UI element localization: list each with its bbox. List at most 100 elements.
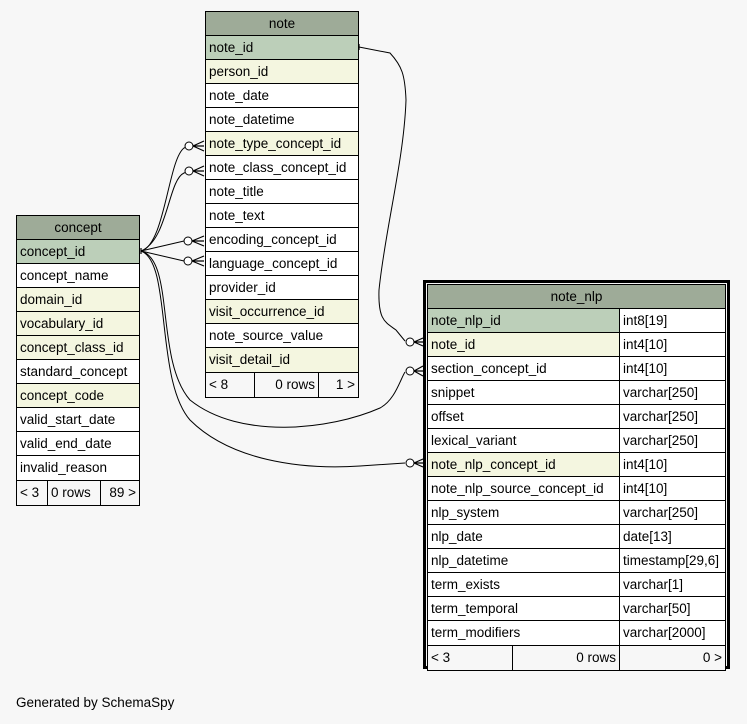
column-name: note_date — [209, 88, 270, 103]
column-row-provider-id[interactable]: provider_id — [206, 276, 358, 300]
column-row-valid-start-date[interactable]: valid_start_date — [17, 408, 139, 432]
children-count[interactable]: 1 > — [335, 377, 355, 392]
column-row-vocabulary-id[interactable]: vocabulary_id — [17, 312, 139, 336]
optional-circle-icon — [405, 366, 415, 376]
column-row-note-class-concept-id[interactable]: note_class_concept_id — [206, 156, 358, 180]
column-row-person-id[interactable]: person_id — [206, 60, 358, 84]
column-name: vocabulary_id — [20, 316, 104, 331]
column-row-invalid-reason[interactable]: invalid_reason — [17, 456, 139, 480]
generated-by-label: Generated by SchemaSpy — [16, 695, 175, 710]
crow-foot-icon — [192, 165, 205, 177]
column-row-domain-id[interactable]: domain_id — [17, 288, 139, 312]
column-name: language_concept_id — [209, 256, 338, 271]
children-count[interactable]: 0 > — [702, 650, 722, 665]
column-name: lexical_variant — [428, 429, 620, 452]
edge-note-note-nlp — [358, 46, 407, 342]
column-row-concept-name[interactable]: concept_name — [17, 264, 139, 288]
column-name: term_exists — [428, 573, 620, 596]
crow-foot-icon — [191, 235, 205, 247]
column-row-standard-concept[interactable]: standard_concept — [17, 360, 139, 384]
column-row-note-title[interactable]: note_title — [206, 180, 358, 204]
optional-circle-icon — [184, 166, 194, 176]
column-name: concept_name — [20, 268, 109, 283]
column-name: invalid_reason — [20, 460, 108, 475]
column-type: varchar[250] — [620, 381, 725, 404]
column-type: int8[19] — [620, 309, 725, 332]
column-row-concept-id[interactable]: concept_id — [17, 240, 139, 264]
column-name: nlp_datetime — [428, 549, 620, 572]
column-name: note_source_value — [209, 328, 324, 343]
column-row-note-source-value[interactable]: note_source_value — [206, 324, 358, 348]
column-row-concept-class-id[interactable]: concept_class_id — [17, 336, 139, 360]
column-name: note_nlp_concept_id — [428, 453, 620, 476]
column-name: note_type_concept_id — [209, 136, 342, 151]
parents-count[interactable]: < 8 — [206, 373, 255, 397]
table-note[interactable]: note note_id person_id note_date note_datet… — [205, 11, 359, 398]
column-row-note-id[interactable]: note_id — [206, 36, 358, 60]
column-name: snippet — [428, 381, 620, 404]
edge-concept-encoding — [140, 240, 185, 252]
column-type: int4[10] — [620, 357, 725, 380]
column-name: visit_occurrence_id — [209, 304, 325, 319]
column-name: note_id — [209, 40, 254, 55]
column-row-language-concept-id[interactable]: language_concept_id — [206, 252, 358, 276]
parents-count[interactable]: < 3 — [17, 481, 48, 505]
edge-concept-note-class — [140, 170, 191, 252]
children-count[interactable]: 89 > — [109, 485, 136, 500]
column-row-visit-occurrence-id[interactable]: visit_occurrence_id — [206, 300, 358, 324]
column-name: concept_code — [20, 388, 105, 403]
column-name: offset — [428, 405, 620, 428]
crow-foot-icon — [191, 255, 205, 267]
table-header[interactable]: note_nlp — [428, 285, 725, 309]
table-footer: < 3 0 rows 89 > — [17, 481, 139, 505]
column-type: varchar[250] — [620, 429, 725, 452]
table-header[interactable]: note — [206, 12, 358, 36]
edge-concept-nlp-concept — [140, 250, 406, 468]
table-footer: < 3 0 rows 0 > — [428, 646, 725, 670]
column-row-note-text[interactable]: note_text — [206, 204, 358, 228]
column-row-visit-detail-id[interactable]: visit_detail_id — [206, 348, 358, 372]
column-name: valid_end_date — [20, 436, 112, 451]
column-name: term_modifiers — [428, 621, 620, 645]
row-count: 0 rows — [48, 481, 101, 505]
column-row-note-date[interactable]: note_date — [206, 84, 358, 108]
table-footer: < 8 0 rows 1 > — [206, 373, 358, 397]
column-type: varchar[50] — [620, 597, 725, 620]
column-type: int4[10] — [620, 333, 725, 356]
column-name: concept_id — [20, 244, 86, 259]
column-row-note-type-concept-id[interactable]: note_type_concept_id — [206, 132, 358, 156]
column-type: varchar[1] — [620, 573, 725, 596]
column-row-valid-end-date[interactable]: valid_end_date — [17, 432, 139, 456]
column-name: section_concept_id — [428, 357, 620, 380]
column-name: note_nlp_id — [428, 309, 620, 332]
optional-circle-icon — [405, 458, 415, 468]
column-row-note-datetime[interactable]: note_datetime — [206, 108, 358, 132]
column-row-encoding-concept-id[interactable]: encoding_concept_id — [206, 228, 358, 252]
column-row-concept-code[interactable]: concept_code — [17, 384, 139, 408]
column-name: note_nlp_source_concept_id — [428, 477, 620, 500]
crow-foot-icon — [413, 458, 424, 468]
table-header[interactable]: concept — [17, 216, 139, 240]
column-type: varchar[250] — [620, 501, 725, 524]
parents-count[interactable]: < 3 — [428, 646, 513, 670]
column-type: varchar[250] — [620, 405, 725, 428]
